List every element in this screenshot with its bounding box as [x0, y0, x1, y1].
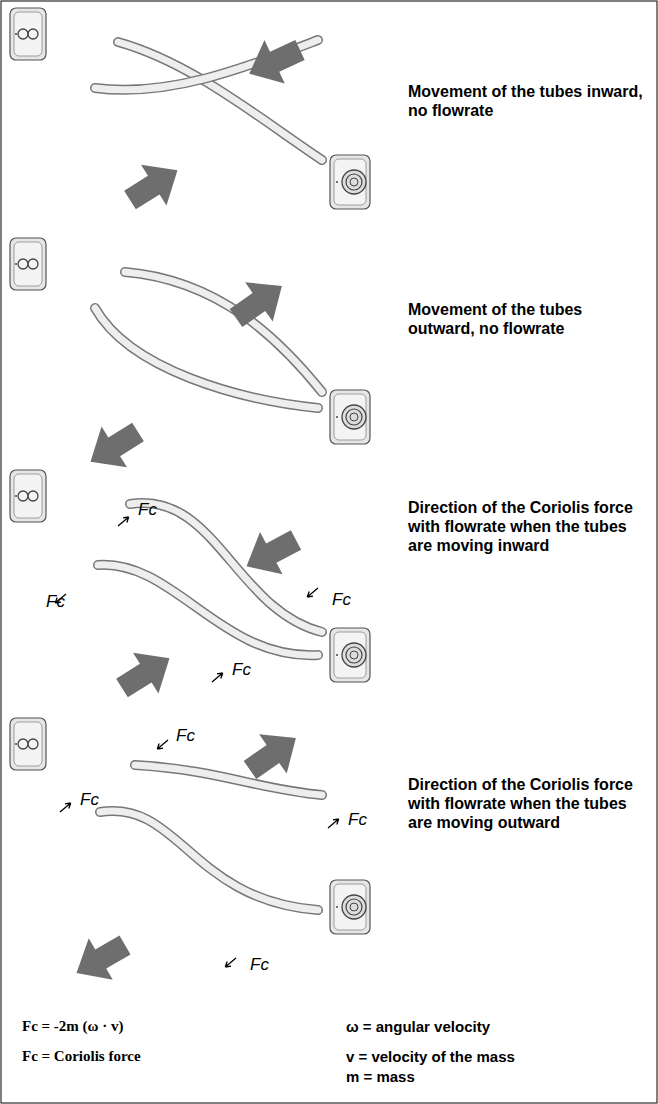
force-label: Fc: [348, 810, 367, 830]
force-label: Fc: [332, 590, 351, 610]
caption-text: Direction of the Coriolis force with flo…: [408, 498, 646, 555]
caption-text: Direction of the Coriolis force with flo…: [408, 775, 646, 832]
caption-text: Movement of the tubes inward, no flowrat…: [408, 82, 646, 120]
legend-text: v = velocity of the mass: [346, 1048, 515, 1065]
legend-text: m = mass: [346, 1068, 415, 1085]
force-label: Fc: [46, 592, 65, 612]
legend-text: ω = angular velocity: [346, 1018, 490, 1035]
legend-text: Fc = Coriolis force: [22, 1048, 141, 1065]
force-label: Fc: [80, 790, 99, 810]
caption-text: Movement of the tubes outward, no flowra…: [408, 300, 646, 338]
formula-text: Fc = -2m (ω · v): [22, 1018, 124, 1035]
force-label: Fc: [250, 955, 269, 975]
force-label: Fc: [232, 660, 251, 680]
force-label: Fc: [138, 500, 157, 520]
force-label: Fc: [176, 726, 195, 746]
